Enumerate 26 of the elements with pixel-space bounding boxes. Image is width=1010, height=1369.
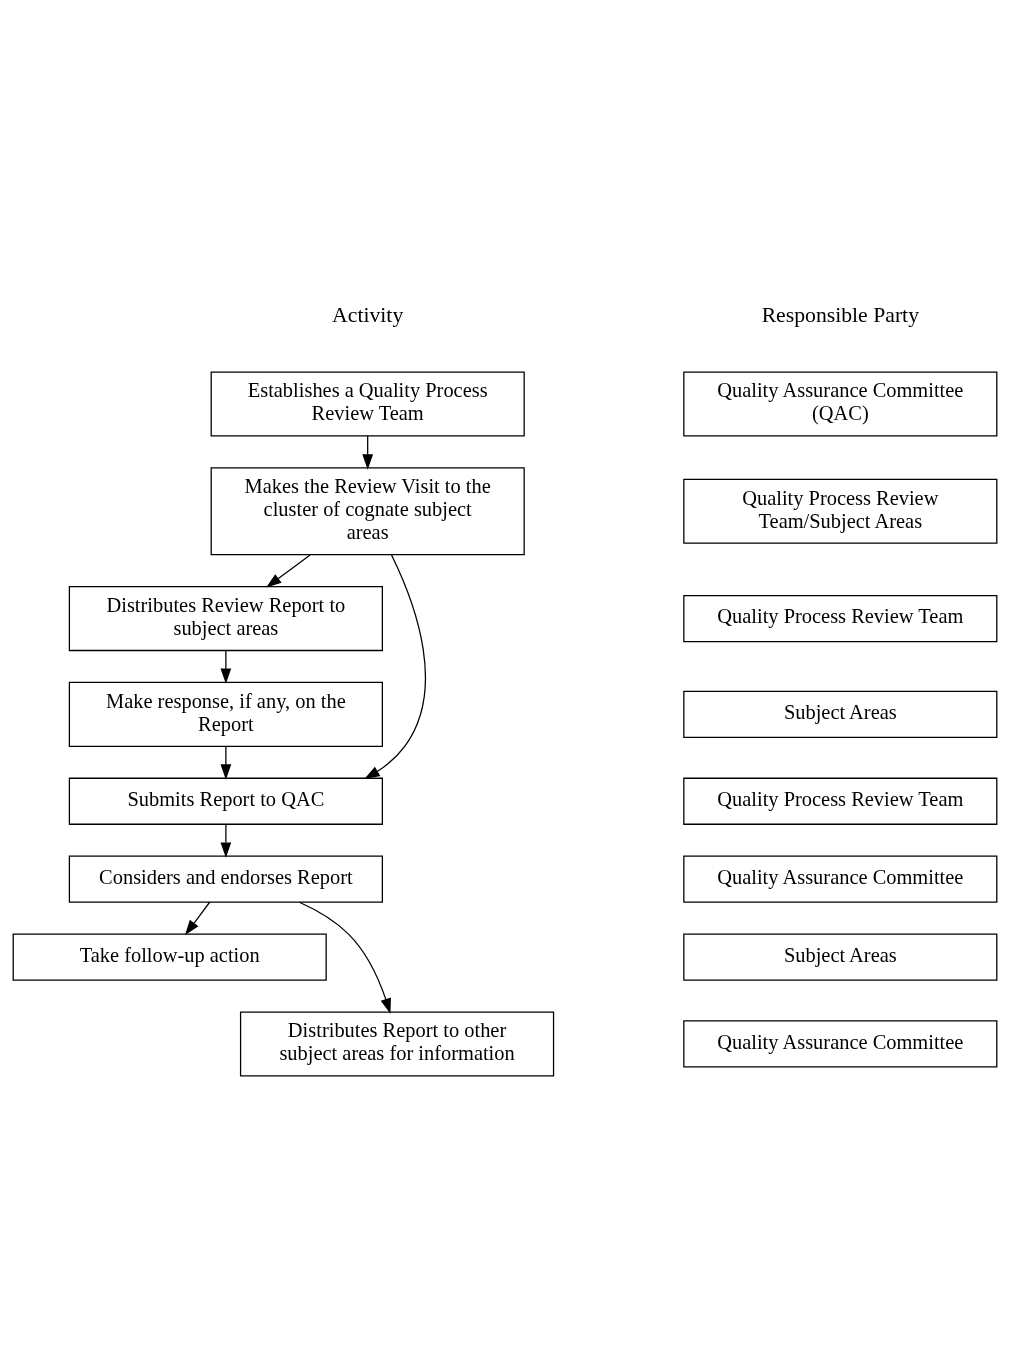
node-box: Establishes a Quality Process Review Team [210, 370, 525, 437]
node-box: Quality Assurance Committee (QAC) [683, 370, 998, 437]
node-box: Subject Areas [683, 932, 998, 981]
label: Responsible Party [761, 302, 919, 327]
node-box: Quality Process Review Team/Subject Areas [683, 478, 998, 544]
node-box: Quality Assurance Committee [683, 1019, 998, 1068]
node-box: Distributes Report to other subject areas for information [239, 1010, 555, 1077]
arrow [364, 553, 426, 779]
arrow [220, 745, 232, 780]
node-box: Quality Assurance Committee [683, 855, 998, 903]
node-box: Take follow-up action [12, 932, 327, 981]
node-box: Quality Process Review Team [683, 777, 998, 825]
node-box: Distributes Review Report to subject areas [68, 585, 383, 651]
arrow [184, 901, 211, 935]
arrow [298, 901, 391, 1014]
node-box: Quality Process Review Team [683, 594, 998, 642]
node-box: Make response, if any, on the Report [68, 681, 383, 747]
label: Activity [332, 302, 404, 327]
arrow [266, 553, 312, 588]
node-box: Subject Areas [683, 690, 998, 738]
node-box: Considers and endorses Report [68, 855, 383, 903]
arrow [220, 649, 232, 684]
node-box: Submits Report to QAC [68, 777, 383, 825]
arrow [220, 823, 232, 858]
node-box: Makes the Review Visit to the cluster of cognate subject areas [210, 466, 525, 555]
arrow [362, 434, 374, 470]
